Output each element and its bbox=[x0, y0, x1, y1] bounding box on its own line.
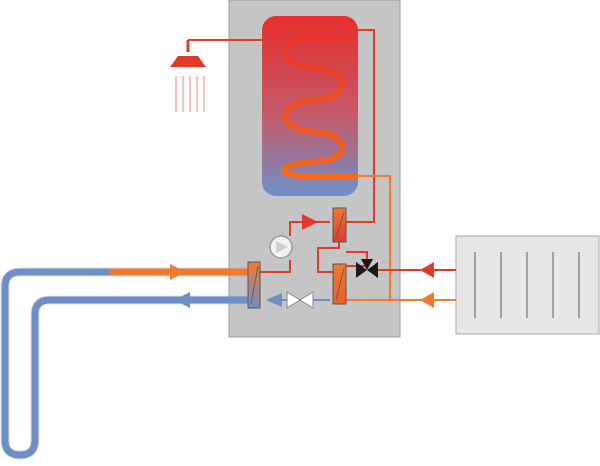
ground-return-arrow bbox=[174, 292, 190, 308]
circulation-pump bbox=[269, 235, 293, 259]
radiator bbox=[455, 235, 600, 335]
hot-flow-arrow bbox=[302, 214, 318, 230]
shower-head bbox=[170, 39, 262, 112]
ground-borehole-loop bbox=[0, 267, 248, 460]
expansion-valve bbox=[286, 291, 314, 309]
cold-return-arrow bbox=[266, 293, 282, 307]
evaporator-heat-exchanger bbox=[332, 263, 347, 305]
ground-supply-arrow bbox=[170, 264, 186, 280]
radiator-return-arrow bbox=[420, 292, 434, 308]
plate-heat-exchanger bbox=[247, 261, 261, 309]
three-way-valve bbox=[356, 259, 378, 278]
tank-heating-coil bbox=[280, 35, 359, 179]
hot-water-tank bbox=[262, 16, 358, 196]
radiator-flow-arrow bbox=[420, 262, 434, 278]
